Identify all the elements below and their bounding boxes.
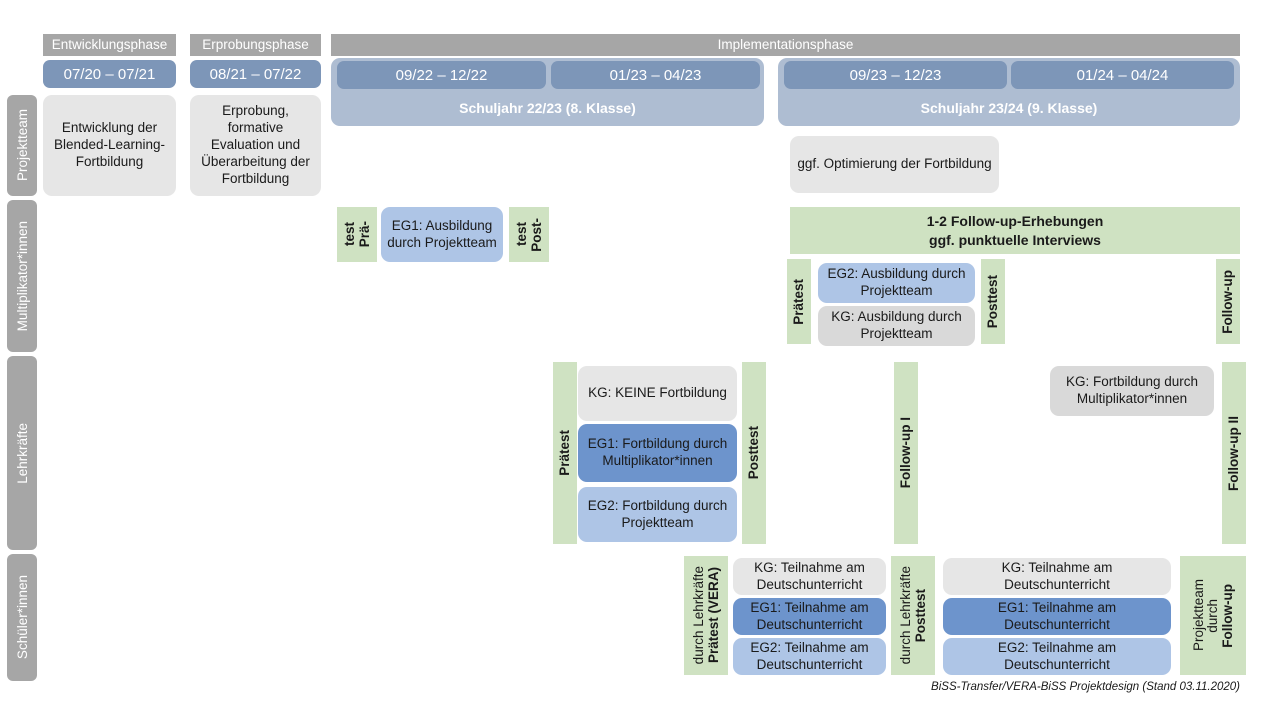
- phase-label-implementation: Implementationsphase: [717, 36, 854, 52]
- period-label-3: 01/23 – 04/23: [609, 66, 702, 84]
- phase-bar-entwicklung: Entwicklungsphase: [43, 34, 176, 56]
- row-label-multiplikatoren: Multiplikator*innen: [7, 200, 37, 352]
- schoolyear-label-2324: Schuljahr 23/24 (9. Klasse): [920, 100, 1098, 116]
- green-posttest-multiplikatoren-1: Post- test: [509, 207, 549, 262]
- row-label-projektteam: Projektteam: [7, 95, 37, 196]
- banner-followup-erhebungen: 1-2 Follow-up-Erhebungen ggf. punktuelle…: [790, 207, 1240, 254]
- box-lehr-kg-fortbildung-multi: KG: Fortbildung durch Multiplikator*inne…: [1050, 366, 1214, 416]
- green-followup1-lehrkraefte: Follow-up I: [894, 362, 918, 544]
- row-label-lehrkraefte: Lehrkräfte: [7, 356, 37, 550]
- box-multi-eg2-ausbildung: EG2: Ausbildung durch Projektteam: [818, 263, 975, 303]
- green-praetest-multiplikatoren-2: Prätest: [787, 259, 811, 344]
- green-followup-multiplikatoren: Follow-up: [1216, 259, 1240, 344]
- phase-label-erprobung: Erprobungsphase: [202, 36, 309, 52]
- period-label-1: 08/21 – 07/22: [209, 65, 302, 83]
- box-schueler-eg2-1: EG2: Teilnahme am Deutschunterricht: [733, 638, 886, 675]
- row-label-schueler: Schüler*innen: [7, 554, 37, 681]
- period-pill-0821-0722: 08/21 – 07/22: [190, 60, 321, 88]
- period-pill-0720-0721: 07/20 – 07/21: [43, 60, 176, 88]
- green-posttest-multiplikatoren-2: Posttest: [981, 259, 1005, 344]
- green-followup-schueler: Follow-up durch Projektteam: [1180, 556, 1246, 675]
- box-schueler-eg2-2: EG2: Teilnahme am Deutschunterricht: [943, 638, 1171, 675]
- box-schueler-kg-2: KG: Teilnahme am Deutschunterricht: [943, 558, 1171, 595]
- period-label-2: 09/22 – 12/22: [395, 66, 488, 84]
- period-pill-0923-1223: 09/23 – 12/23: [784, 61, 1007, 89]
- box-lehr-kg-keine-fortbildung: KG: KEINE Fortbildung: [578, 366, 737, 421]
- green-praetest-lehrkraefte: Prätest: [553, 362, 577, 544]
- box-multi-kg-ausbildung: KG: Ausbildung durch Projektteam: [818, 306, 975, 346]
- period-pill-0124-0424: 01/24 – 04/24: [1011, 61, 1234, 89]
- footer-caption: BiSS-Transfer/VERA-BiSS Projektdesign (S…: [931, 681, 1240, 693]
- green-praetest-multiplikatoren-1: Prä- test: [337, 207, 377, 262]
- box-schueler-eg1-2: EG1: Teilnahme am Deutschunterricht: [943, 598, 1171, 635]
- green-posttest-lehrkraefte: Posttest: [742, 362, 766, 544]
- phase-bar-implementation: Implementationsphase: [331, 34, 1240, 56]
- box-erprobung-evaluation: Erprobung, formative Evaluation und Über…: [190, 95, 321, 196]
- box-entwicklung-fortbildung: Entwicklung der Blended-Learning-Fortbil…: [43, 95, 176, 196]
- green-followup2-lehrkraefte: Follow-up II: [1222, 362, 1246, 544]
- box-optimierung-fortbildung: ggf. Optimierung der Fortbildung: [790, 136, 999, 193]
- box-schueler-kg-1: KG: Teilnahme am Deutschunterricht: [733, 558, 886, 595]
- phase-bar-erprobung: Erprobungsphase: [190, 34, 321, 56]
- box-lehr-eg1-fortbildung: EG1: Fortbildung durch Multiplikator*inn…: [578, 424, 737, 482]
- green-praetest-vera-schueler: Prätest (VERA) durch Lehrkräfte: [684, 556, 728, 675]
- box-multi-eg1-ausbildung: EG1: Ausbildung durch Projektteam: [381, 207, 503, 262]
- period-pill-0922-1222: 09/22 – 12/22: [337, 61, 546, 89]
- box-lehr-eg2-fortbildung: EG2: Fortbildung durch Projektteam: [578, 487, 737, 542]
- schoolyear-label-2223: Schuljahr 22/23 (8. Klasse): [459, 100, 636, 116]
- period-label-4: 09/23 – 12/23: [849, 66, 942, 84]
- period-pill-0123-0423: 01/23 – 04/23: [551, 61, 760, 89]
- box-schueler-eg1-1: EG1: Teilnahme am Deutschunterricht: [733, 598, 886, 635]
- period-label-0: 07/20 – 07/21: [63, 65, 156, 83]
- phase-label-entwicklung: Entwicklungsphase: [51, 36, 168, 52]
- period-label-5: 01/24 – 04/24: [1076, 66, 1169, 84]
- green-posttest-schueler: Posttest durch Lehrkräfte: [891, 556, 935, 675]
